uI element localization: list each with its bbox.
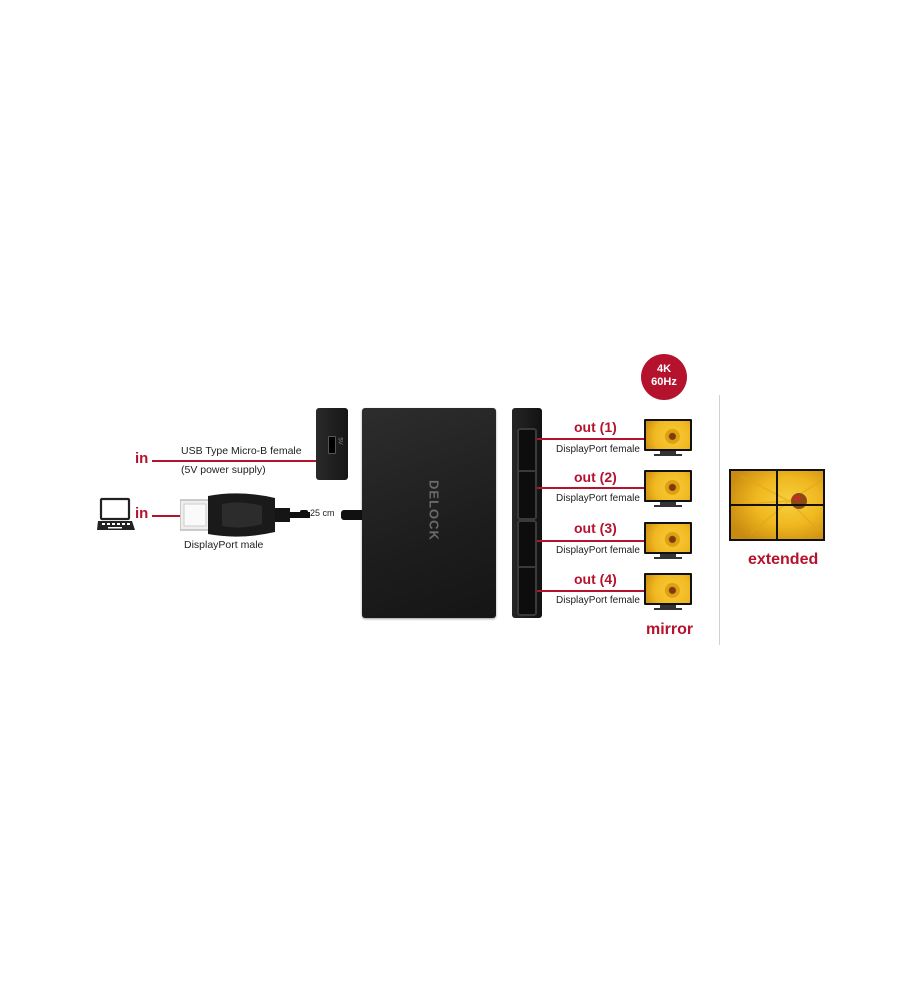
badge-line-1: 4K	[656, 363, 672, 375]
divider	[719, 395, 720, 645]
out-3-label: out (3)	[574, 520, 617, 536]
dp-output-port-2	[517, 470, 537, 520]
mirror-label: mirror	[646, 621, 694, 638]
displayport-male-label: DisplayPort male	[184, 539, 264, 551]
extended-video-wall	[729, 469, 825, 541]
out-3-sub: DisplayPort female	[556, 545, 640, 556]
brand-logo: DELOCK	[426, 480, 442, 541]
monitor-icon	[644, 573, 692, 611]
usb-port-label: USB Type Micro-B female	[181, 445, 302, 457]
usb-port-voltage: 5V	[336, 437, 343, 445]
monitor-icon	[644, 470, 692, 508]
usb-connector-line	[152, 460, 325, 462]
out-3-line	[537, 540, 645, 542]
out-4-sub: DisplayPort female	[556, 595, 640, 606]
out-4-label: out (4)	[574, 571, 617, 587]
out-2-label: out (2)	[574, 469, 617, 485]
displayport-plug	[179, 490, 310, 545]
monitor-icon	[644, 522, 692, 560]
usb-power-note: (5V power supply)	[181, 464, 266, 476]
cable-length-label: 25 cm	[310, 508, 335, 518]
in-label-usb: in	[135, 450, 149, 467]
laptop-icon	[96, 496, 136, 539]
in-label-displayport: in	[135, 505, 149, 522]
out-2-line	[537, 487, 645, 489]
out-1-sub: DisplayPort female	[556, 444, 640, 455]
out-2-sub: DisplayPort female	[556, 493, 640, 504]
out-1-label: out (1)	[574, 419, 617, 435]
out-1-line	[537, 438, 645, 440]
badge-line-2: 60Hz	[651, 376, 677, 388]
extended-label: extended	[748, 551, 819, 568]
resolution-badge: 4K 60Hz	[641, 354, 687, 400]
cable-to-device	[341, 510, 365, 520]
delock-splitter-device: DELOCK	[362, 408, 496, 618]
device-port-side	[512, 408, 542, 618]
monitor-icon	[644, 419, 692, 457]
usb-micro-b-port	[328, 436, 336, 454]
dp-output-port-3	[517, 520, 537, 570]
out-4-line	[537, 590, 645, 592]
dp-output-port-4	[517, 566, 537, 616]
dp-connector-line	[152, 515, 182, 517]
cable	[300, 510, 308, 518]
usb-power-port-module: 5V	[316, 408, 348, 480]
